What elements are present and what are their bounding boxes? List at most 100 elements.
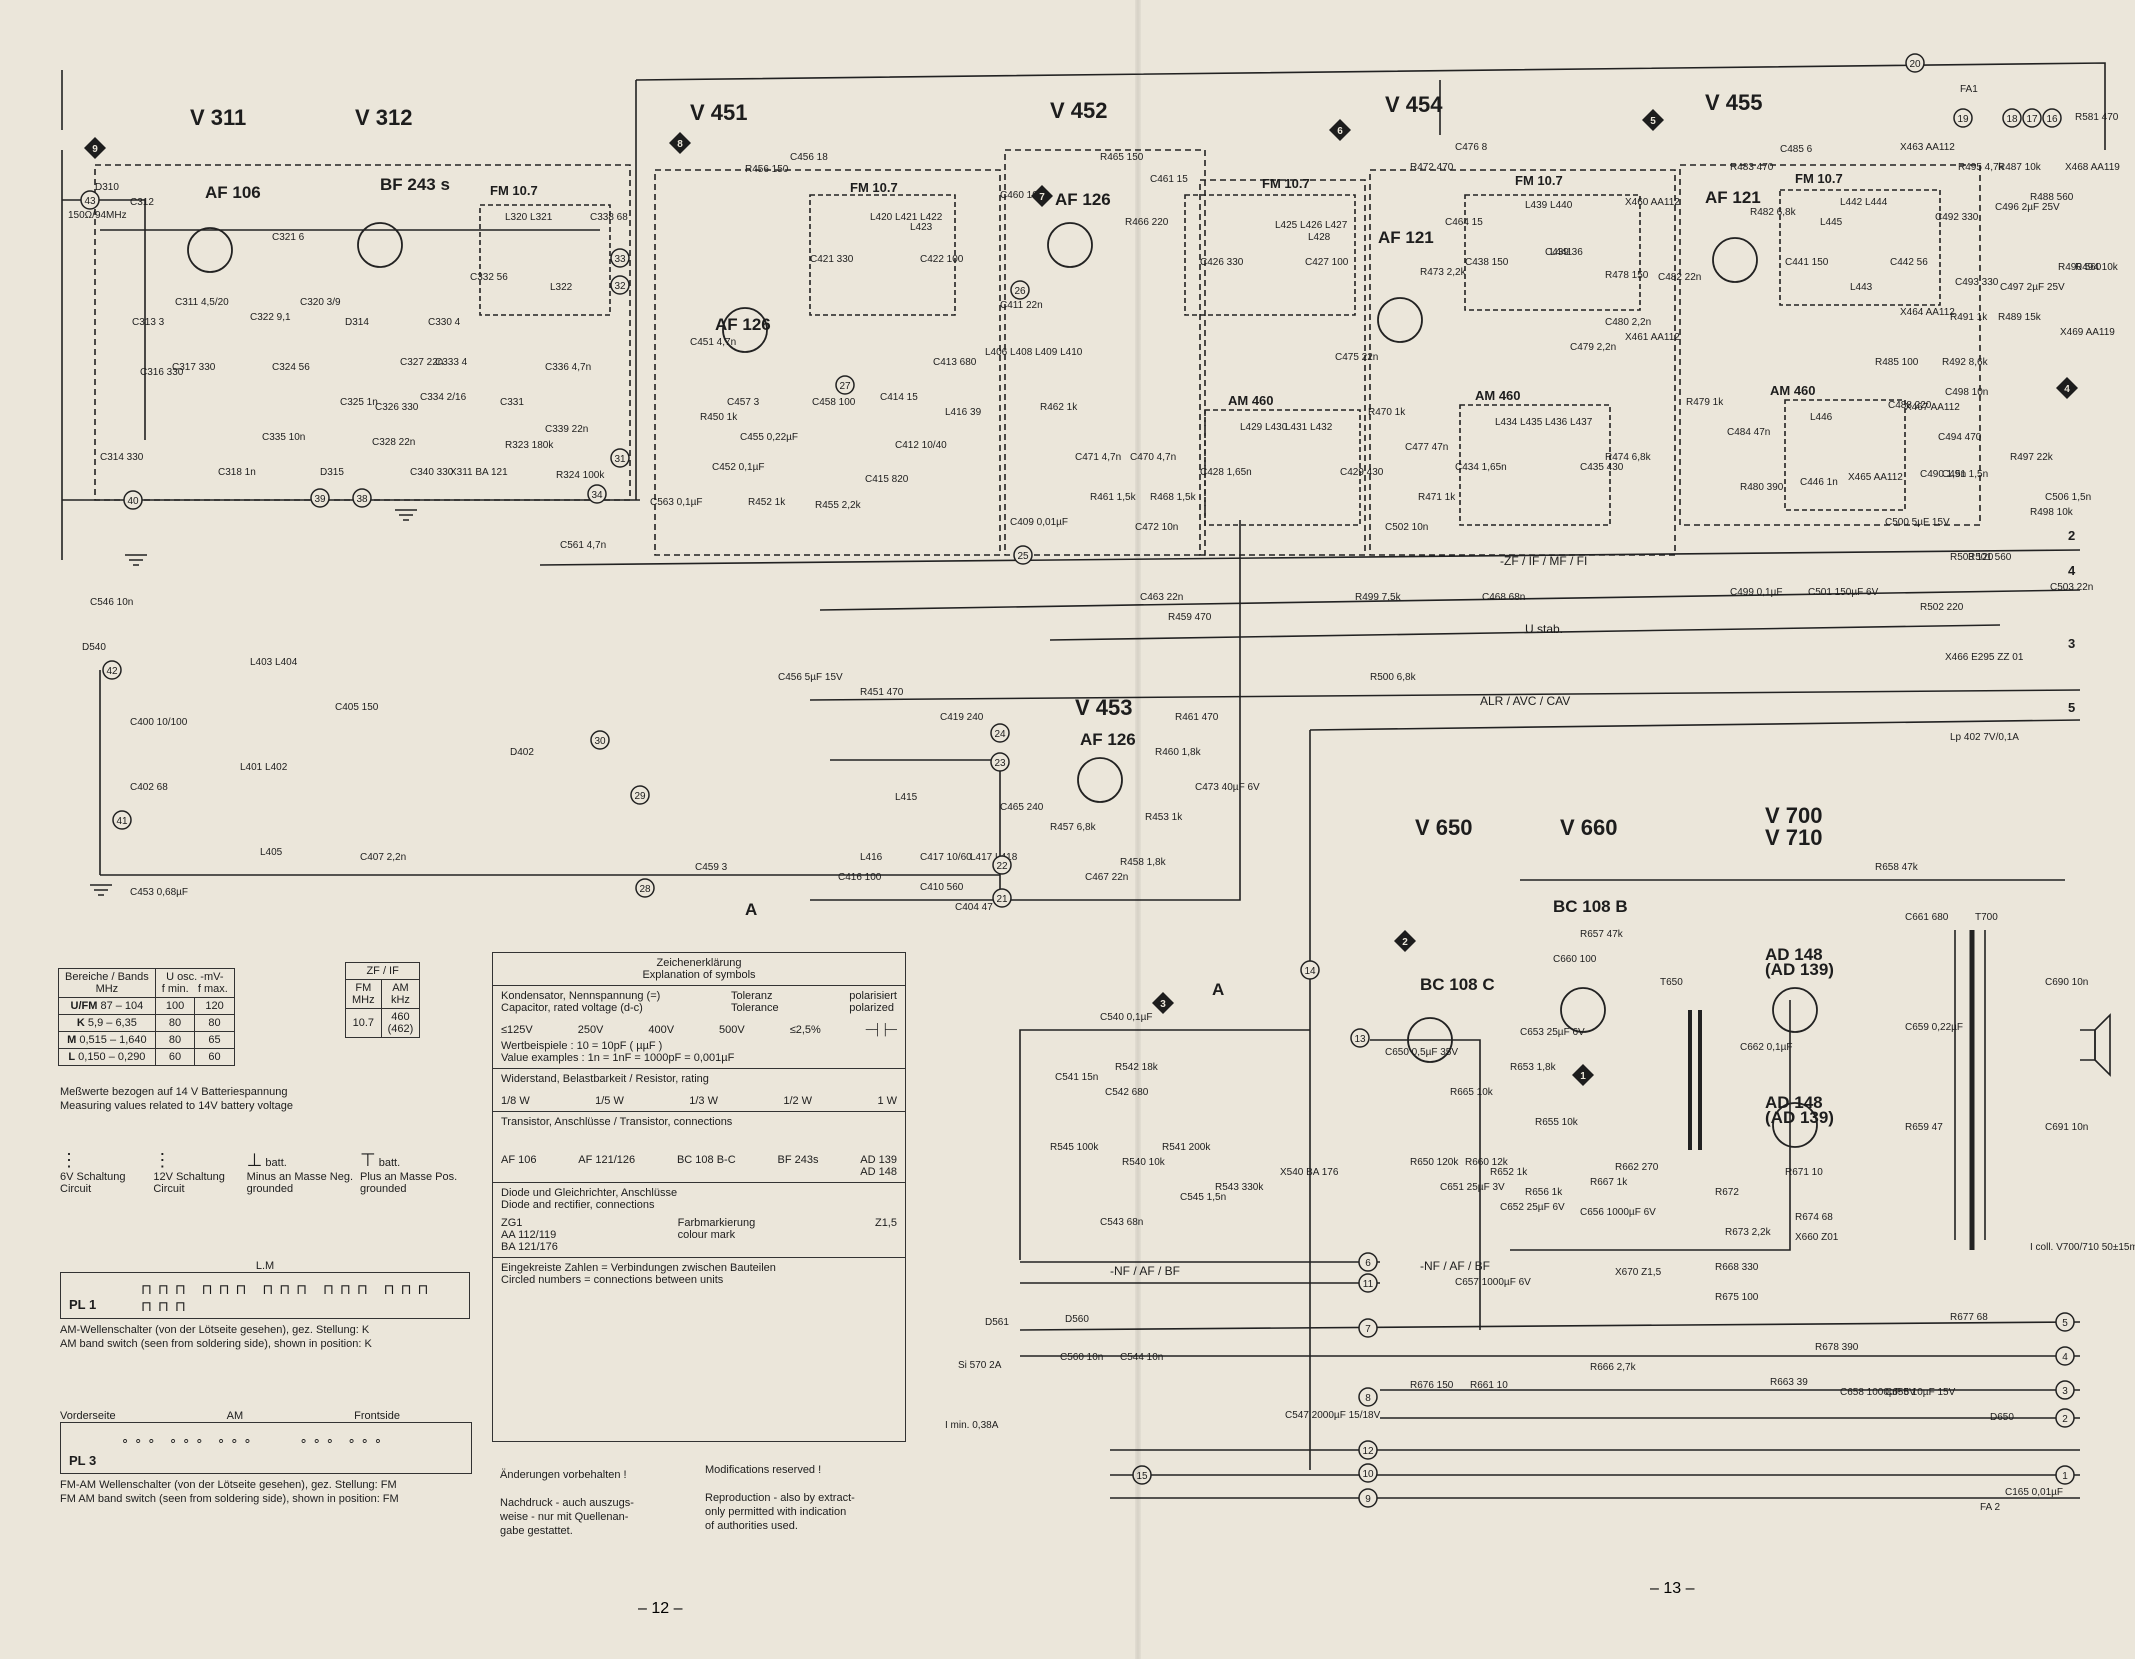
page-fold [1135, 0, 1141, 1659]
component-label: R650 120k [1410, 1157, 1459, 1168]
component-label: L428 [1308, 232, 1331, 243]
component-label: C496 2µF 25V [1995, 202, 2060, 213]
component-label: R674 68 [1795, 1212, 1833, 1223]
component-label: C316 330 [140, 367, 184, 378]
connection-node [2055, 1380, 2075, 1400]
component-label: C317 330 [172, 362, 216, 373]
test-point-number: 2 [1402, 937, 1408, 948]
component-label: R459 470 [1168, 612, 1212, 623]
component-label: C547 2000µF 15/18V [1285, 1410, 1381, 1421]
component-label: C326 330 [375, 402, 419, 413]
component-label: R665 10k [1450, 1087, 1494, 1098]
stage-label: V 700 [1765, 803, 1823, 828]
component-label: C465 240 [1000, 802, 1044, 813]
component-label: R323 180k [505, 440, 554, 451]
component-label: C428 1,65n [1200, 467, 1252, 478]
connection-node [990, 752, 1010, 772]
component-label: R673 2,2k [1725, 1227, 1772, 1238]
component-label: C471 4,7n [1075, 452, 1121, 463]
component-label: R675 100 [1715, 1292, 1759, 1303]
component-label: X311 BA 121 [450, 467, 508, 478]
connection-node-number: 38 [356, 494, 368, 505]
filter-label: AM 460 [1228, 393, 1274, 408]
component-label: R657 47k [1580, 929, 1624, 940]
transistor-label: AF 121 [1378, 228, 1434, 247]
component-label: L322 [550, 282, 573, 293]
component-label: R659 47 [1905, 1122, 1943, 1133]
component-label: R458 1,8k [1120, 857, 1167, 868]
component-label: L401 L402 [240, 762, 288, 773]
connection-node [2055, 1465, 2075, 1485]
component-label: R581 470 [2075, 112, 2119, 123]
connection-node-number: 18 [2006, 114, 2018, 125]
component-label: R658 47k [1875, 862, 1919, 873]
component-label: C653 25µF 6V [1520, 1027, 1585, 1038]
component-label: R472 470 [1410, 162, 1454, 173]
component-label: R667 1k [1590, 1177, 1628, 1188]
connection-node [123, 490, 143, 510]
component-label: L441 [1550, 247, 1573, 258]
component-label: L415 [895, 792, 918, 803]
component-label: C328 22n [372, 437, 415, 448]
component-label: L445 [1820, 217, 1843, 228]
transistor-label: BF 243 s [380, 175, 450, 194]
component-label: C419 240 [940, 712, 984, 723]
component-label: L431 L432 [1285, 422, 1333, 433]
component-label: I min. 0,38A [945, 1420, 999, 1431]
component-label: C404 47 [955, 902, 993, 913]
component-label: C439 36 [1545, 247, 1583, 258]
connection-node-number: 4 [2062, 1352, 2068, 1363]
component-label: R491 1k [1950, 312, 1988, 323]
component-label: C472 10n [1135, 522, 1178, 533]
transistor-symbols [187, 222, 1818, 1148]
connection-node-number: 29 [634, 791, 646, 802]
test-point-marker [1394, 930, 1416, 952]
transistor-label: AF 126 [1080, 730, 1136, 749]
component-label: L446 [1810, 412, 1833, 423]
component-label: C412 10/40 [895, 440, 947, 451]
component-label: R456 150 [745, 164, 789, 175]
component-label: R499 7,5k [1355, 592, 1402, 603]
component-label: C322 9,1 [250, 312, 291, 323]
component-label: R545 100k [1050, 1142, 1099, 1153]
component-label: L417 L418 [970, 852, 1018, 863]
component-label: R666 2,7k [1590, 1362, 1637, 1373]
component-label: C417 10/60 [920, 852, 972, 863]
component-label: C655 10µF 15V [1885, 1387, 1956, 1398]
component-label: C506 1,5n [2045, 492, 2091, 503]
component-label: C658 1000µF 6V [1840, 1387, 1916, 1398]
component-label: C494 470 [1938, 432, 1982, 443]
component-label: C402 68 [130, 782, 168, 793]
connection-node-number: 20 [1909, 59, 1921, 70]
resistor-legend: Widerstand, Belastbarkeit / Resistor, ra… [493, 1068, 905, 1111]
component-label: C662 0,1µF [1740, 1042, 1792, 1053]
filter-label: FM 10.7 [850, 180, 898, 195]
capacitor-legend: Kondensator, Nennspannung (=) Capacitor,… [493, 985, 905, 1068]
component-label: C435 430 [1580, 462, 1624, 473]
diode-legend: Diode und Gleichrichter, Anschlüsse Diod… [493, 1182, 905, 1257]
component-label: X466 E295 ZZ 01 [1945, 652, 2024, 663]
component-label: L429 L430 [1240, 422, 1288, 433]
component-label: D561 [985, 1317, 1009, 1328]
component-label: C334 2/16 [420, 392, 467, 403]
component-label: C413 680 [933, 357, 977, 368]
component-label: C335 10n [262, 432, 305, 443]
component-label: L443 [1850, 282, 1873, 293]
component-label: C427 100 [1305, 257, 1349, 268]
connection-node-number: 26 [1014, 286, 1026, 297]
component-label: R457 6,8k [1050, 822, 1097, 833]
component-label: R324 100k [556, 470, 605, 481]
component-label: C339 22n [545, 424, 588, 435]
connection-node [1358, 1318, 1378, 1338]
component-label: C497 2µF 25V [2000, 282, 2065, 293]
component-label: C563 0,1µF [650, 497, 702, 508]
component-label: R466 220 [1125, 217, 1169, 228]
connection-node-number: 39 [314, 494, 326, 505]
component-label: D650 [1990, 1412, 2014, 1423]
component-label: C659 0,22µF [1905, 1022, 1963, 1033]
component-label: I coll. V700/710 50±15mA [2030, 1242, 2135, 1253]
connection-node [2042, 108, 2062, 128]
test-point-marker [1152, 992, 1174, 1014]
